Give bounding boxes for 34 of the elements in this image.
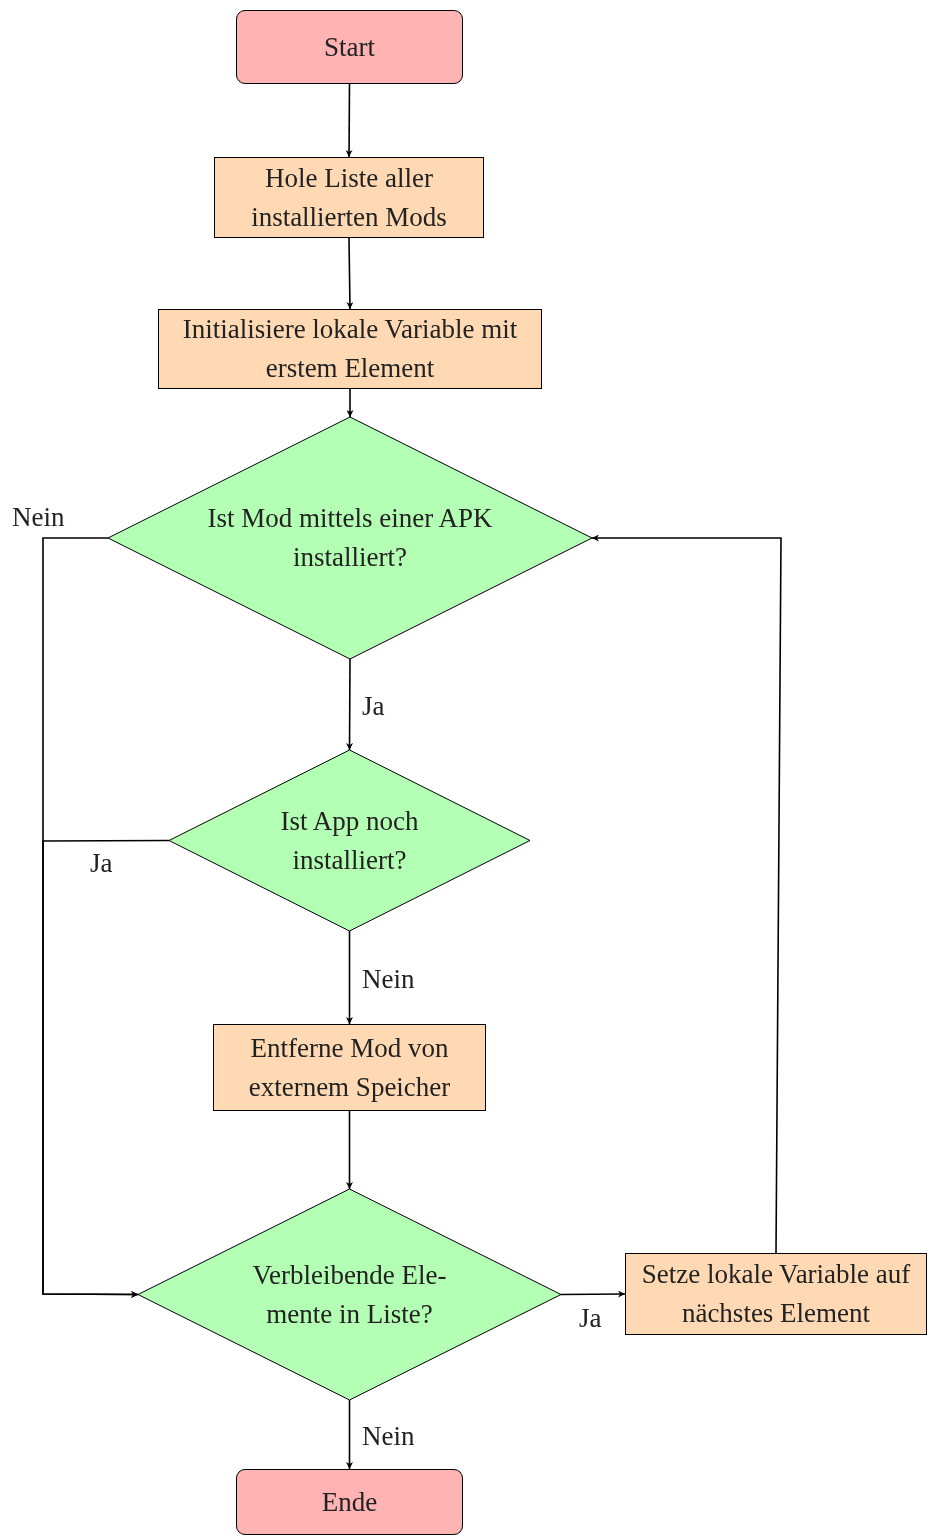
node-text: Ist Mod mittels einer APK installiert? <box>206 502 494 574</box>
arrow <box>42 839 170 1298</box>
node-text: Ist App noch installiert? <box>279 804 420 877</box>
node-text: Hole Liste aller installierten Mods <box>250 161 448 234</box>
process-box <box>214 157 484 238</box>
arrow <box>346 658 354 751</box>
process-box <box>158 309 542 389</box>
node-text: Start <box>323 30 376 64</box>
process-box <box>625 1253 927 1335</box>
process-box <box>213 1024 486 1111</box>
edge-label: Ja <box>362 691 385 721</box>
arrow <box>591 534 782 1254</box>
node-text: Initialisiere lokale Variable mit erstem Element <box>181 313 519 385</box>
arrow <box>346 237 354 310</box>
arrow <box>346 930 353 1025</box>
edge-label: Nein <box>362 1421 415 1451</box>
decision-diamond <box>169 750 530 931</box>
node-text: Entferne Mod von externem Speicher <box>247 1031 452 1104</box>
node-text: Setze lokale Variable auf nächstes Element <box>640 1258 912 1330</box>
decision-diamond <box>138 1189 561 1400</box>
edge-label: Nein <box>362 964 415 994</box>
edge-label: Ja <box>579 1303 602 1333</box>
arrow <box>346 1399 353 1470</box>
edge-label: Nein <box>12 502 65 532</box>
arrow <box>345 83 353 158</box>
arrow <box>346 1110 353 1190</box>
arrow <box>560 1290 626 1298</box>
node-text: Verbleibende Ele- mente in Liste? <box>251 1258 448 1331</box>
node-text: Ende <box>320 1485 379 1519</box>
arrow <box>346 388 354 418</box>
edge-label: Ja <box>90 848 113 878</box>
decision-diamond <box>108 417 592 659</box>
terminal-box <box>236 1469 463 1535</box>
terminal-box <box>236 10 463 84</box>
